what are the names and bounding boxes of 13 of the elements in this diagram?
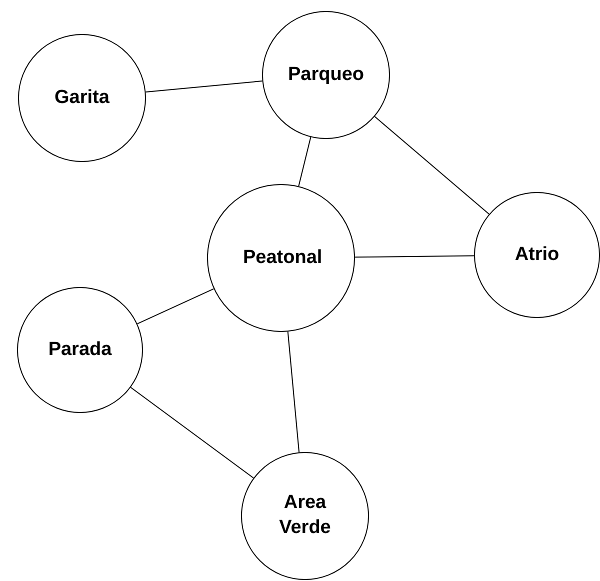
connector-line bbox=[145, 80, 263, 92]
node-label: Peatonal bbox=[242, 246, 324, 270]
connector-line bbox=[136, 288, 214, 324]
connector-line bbox=[374, 116, 490, 215]
node-label: Atrio bbox=[514, 242, 560, 267]
node-label: Parqueo bbox=[287, 62, 366, 87]
connector-line bbox=[354, 255, 474, 258]
node-label: Parada bbox=[47, 338, 113, 362]
node-label: Garita bbox=[54, 86, 110, 110]
node-label: Area Verde bbox=[278, 491, 332, 540]
connector-line bbox=[130, 386, 254, 478]
connector-line bbox=[287, 331, 300, 453]
connector-line bbox=[298, 136, 312, 187]
